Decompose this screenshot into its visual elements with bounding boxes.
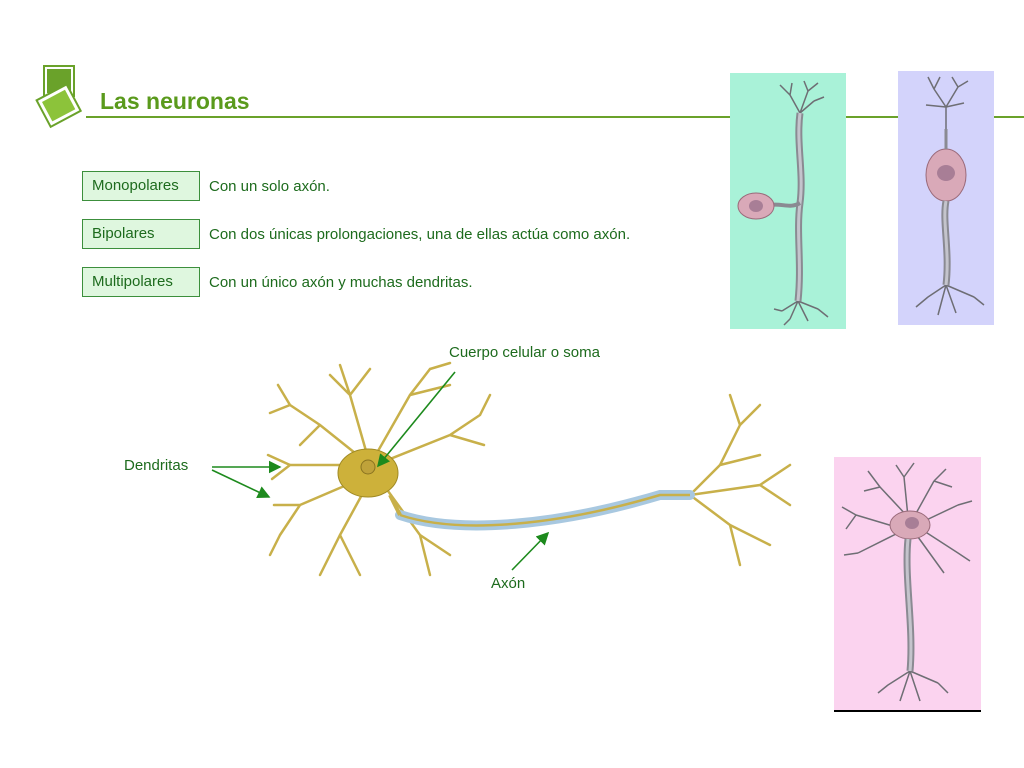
slide-logo xyxy=(35,65,83,129)
label-axon: Axón xyxy=(491,575,526,592)
monopolar-neuron-image xyxy=(730,73,846,329)
soma-nucleus xyxy=(360,459,376,475)
arrow-soma xyxy=(376,371,456,468)
page-title: Las neuronas xyxy=(100,88,250,114)
type-desc-multipolares: Con un único axón y muchas dendritas. xyxy=(209,274,473,291)
type-box-multipolares: Multipolares xyxy=(82,267,200,297)
type-desc-bipolares: Con dos únicas prolongaciones, una de el… xyxy=(209,226,631,243)
title-underline xyxy=(86,116,1024,118)
bipolar-neuron-image xyxy=(898,71,994,325)
multipolar-neuron-image xyxy=(834,457,981,712)
arrow-axon xyxy=(511,531,550,571)
label-dendrites: Dendritas xyxy=(124,457,189,474)
type-desc-monopolares: Con un solo axón. xyxy=(209,178,330,195)
label-soma: Cuerpo celular o soma xyxy=(449,344,600,361)
type-box-bipolares: Bipolares xyxy=(82,219,200,249)
axon-core xyxy=(399,493,690,527)
arrow-dendrites-2 xyxy=(211,469,271,498)
type-box-monopolares: Monopolares xyxy=(82,171,200,201)
